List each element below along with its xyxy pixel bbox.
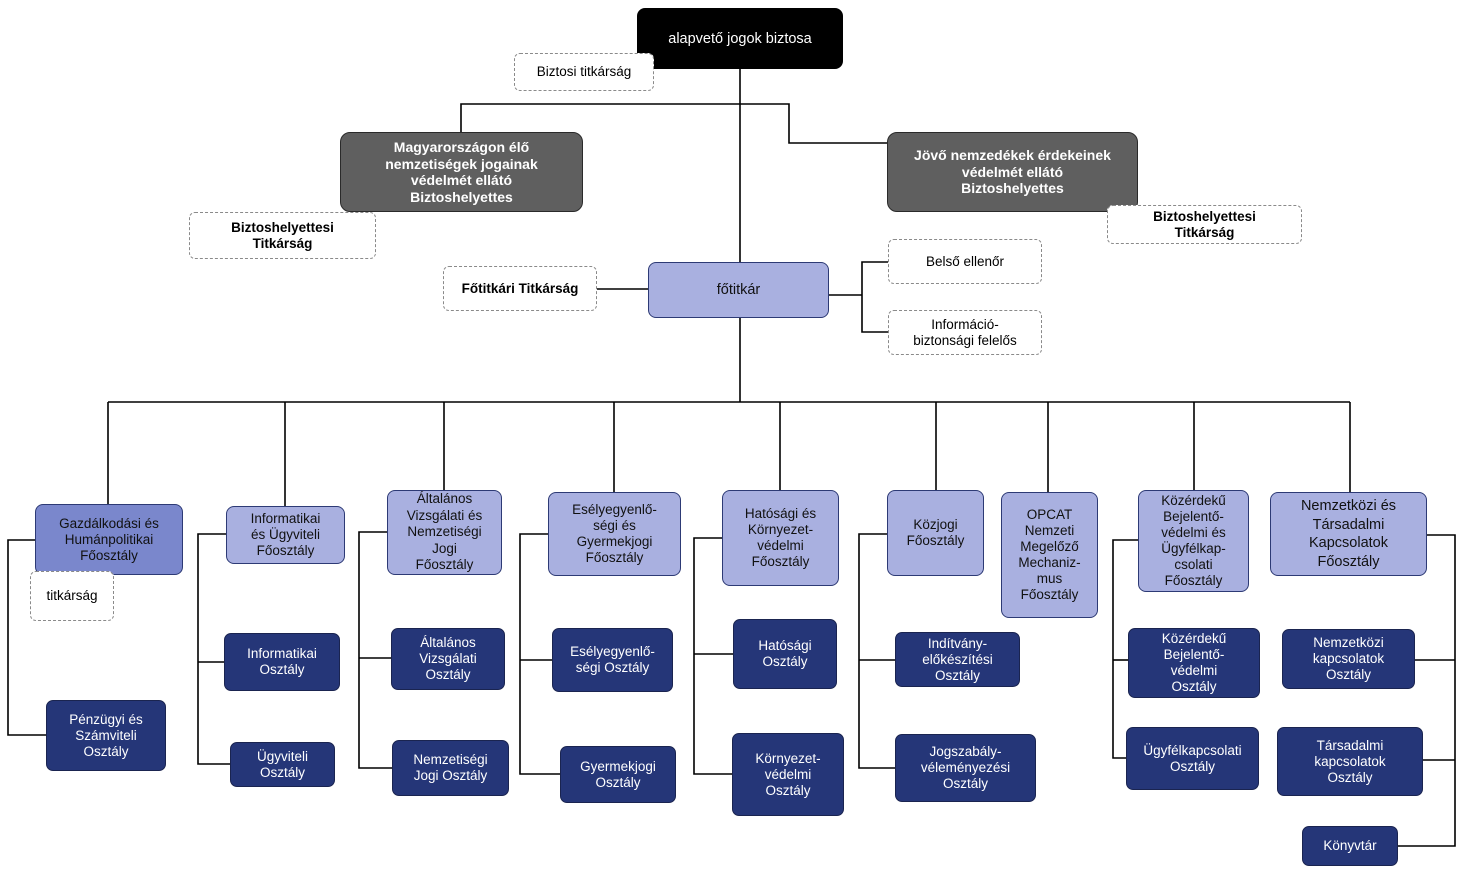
department-finance-hr: Gazdálkodási és Humánpolitikai Főosztály <box>35 504 183 575</box>
secretary-general-secretariat-box: Főtitkári Titkárság <box>443 266 597 311</box>
department-opcat: OPCAT Nemzeti Megelőző Mechaniz- mus Főo… <box>1001 492 1098 618</box>
department-equality-childrens-rights: Esélyegyenlő- ségi és Gyermekjogi Főoszt… <box>548 492 681 576</box>
commissioner-secretariat-box: Biztosi titkárság <box>514 53 654 91</box>
deputy-right-secretariat-box: Biztoshelyettesi Titkárság <box>1107 205 1302 244</box>
unit-authority: Hatósági Osztály <box>733 619 837 689</box>
unit-whistleblower-protection: Közérdekű Bejelentő- védelmi Osztály <box>1128 628 1260 698</box>
department-authority-environment: Hatósági és Környezet- védelmi Főosztály <box>722 490 839 586</box>
unit-administration: Ügyviteli Osztály <box>230 742 335 787</box>
unit-childrens-rights: Gyermekjogi Osztály <box>560 746 676 803</box>
unit-finance-accounting: Pénzügyi és Számviteli Osztály <box>46 700 166 771</box>
unit-equality: Esélyegyenlő- ségi Osztály <box>552 628 673 692</box>
unit-general-investigation: Általános Vizsgálati Osztály <box>391 628 505 690</box>
secretary-general-box: főtitkár <box>648 262 829 318</box>
department-public-law: Közjogi Főosztály <box>887 490 984 576</box>
unit-customer-relations: Ügyfélkapcsolati Osztály <box>1126 727 1259 790</box>
department-general-investigation: Általános Vizsgálati és Nemzetiségi Jogi… <box>387 490 502 575</box>
commissioner-box: alapvető jogok biztosa <box>637 8 843 69</box>
infosec-officer-box: Információ- biztonsági felelős <box>888 310 1042 355</box>
deputy-left-secretariat-box: Biztoshelyettesi Titkárság <box>189 212 376 259</box>
unit-social-relations: Társadalmi kapcsolatok Osztály <box>1277 727 1423 796</box>
unit-library: Könyvtár <box>1302 826 1398 866</box>
unit-nationality-law: Nemzetiségi Jogi Osztály <box>392 740 509 796</box>
unit-it: Informatikai Osztály <box>224 633 340 691</box>
unit-motion-preparation: Indítvány- előkészítési Osztály <box>895 632 1020 687</box>
internal-auditor-box: Belső ellenőr <box>888 239 1042 284</box>
deputy-future-generations-box: Jövő nemzedékek érdekeinek védelmét ellá… <box>887 132 1138 212</box>
department-whistleblower-customer: Közérdekű Bejelentő- védelmi és Ügyfélka… <box>1138 490 1249 592</box>
unit-international-relations: Nemzetközi kapcsolatok Osztály <box>1282 629 1415 689</box>
department-international-social: Nemzetközi és Társadalmi Kapcsolatok Főo… <box>1270 492 1427 576</box>
deputy-nationalities-box: Magyarországon élő nemzetiségek jogainak… <box>340 132 583 212</box>
department-it-administration: Informatikai és Ügyviteli Főosztály <box>226 506 345 564</box>
unit-legislation-review: Jogszabály- véleményezési Osztály <box>895 734 1036 802</box>
unit-finance-secretariat: titkárság <box>30 571 114 621</box>
unit-environment: Környezet- védelmi Osztály <box>732 733 844 816</box>
